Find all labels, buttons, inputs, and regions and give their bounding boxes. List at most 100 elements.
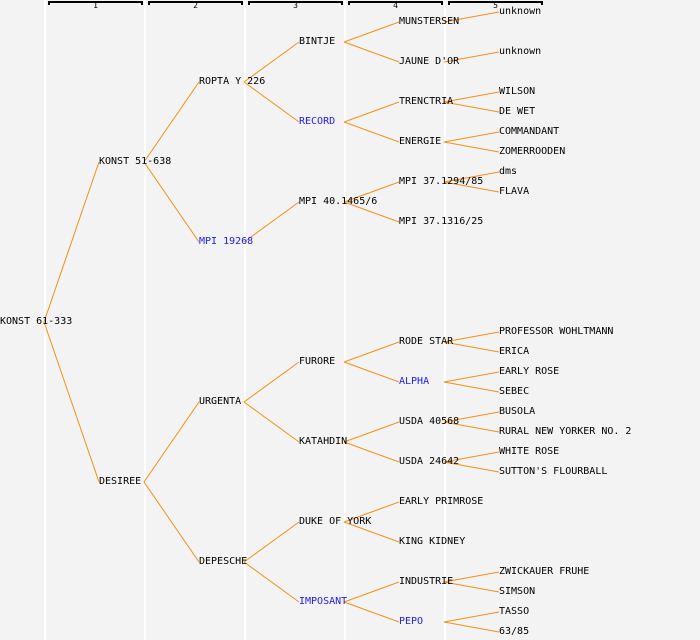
pedigree-node[interactable]: PEPO [399, 616, 424, 627]
connector-line [343, 41, 400, 63]
pedigree-node[interactable]: USDA 24642 [399, 456, 460, 467]
pedigree-node[interactable]: MPI 40.1465/6 [299, 196, 378, 207]
pedigree-node[interactable]: ENERGIE [399, 136, 442, 147]
pedigree-node[interactable]: FLAVA [499, 186, 530, 197]
pedigree-node[interactable]: SUTTON'S FLOURBALL [499, 466, 608, 477]
pedigree-node[interactable]: KING KIDNEY [399, 536, 466, 547]
pedigree-node[interactable]: MUNSTERSEN [399, 16, 460, 27]
connector-line [443, 11, 500, 23]
pedigree-node[interactable]: TRENCTRIA [399, 96, 454, 107]
connector-line [343, 361, 400, 383]
connector-line [443, 621, 500, 633]
pedigree-node[interactable]: RURAL NEW YORKER NO. 2 [499, 426, 632, 437]
connector-line [243, 521, 300, 563]
pedigree-node[interactable]: ZWICKAUER FRUHE [499, 566, 590, 577]
connector-line [443, 571, 500, 583]
pedigree-node[interactable]: INDUSTRIE [399, 576, 454, 587]
pedigree-node[interactable]: DESIREE [99, 476, 142, 487]
connector-line [443, 581, 500, 593]
generation-bracket-4 [348, 1, 443, 5]
connector-line [343, 101, 400, 123]
connector-line [443, 381, 500, 393]
pedigree-node[interactable]: unknown [499, 6, 542, 17]
column-separator [344, 0, 346, 640]
connector-line [143, 481, 200, 563]
connector-line [443, 611, 500, 623]
connector-line [443, 451, 500, 463]
connector-line [443, 131, 500, 143]
pedigree-node[interactable]: ALPHA [399, 376, 430, 387]
generation-bracket-2 [148, 1, 243, 5]
pedigree-node[interactable]: SIMSON [499, 586, 536, 597]
pedigree-node[interactable]: ZOMERROODEN [499, 146, 566, 157]
pedigree-node[interactable]: RODE STAR [399, 336, 454, 347]
pedigree-node[interactable]: COMMANDANT [499, 126, 560, 137]
pedigree-node[interactable]: PROFESSOR WOHLTMANN [499, 326, 614, 337]
pedigree-node[interactable]: ROPTA Y 226 [199, 76, 266, 87]
pedigree-node[interactable]: IMPOSANT [299, 596, 348, 607]
pedigree-node[interactable]: FURORE [299, 356, 336, 367]
generation-bracket-1 [48, 1, 143, 5]
generation-label-2: 2 [193, 1, 198, 10]
connector-line [343, 521, 400, 543]
generation-label-3: 3 [293, 1, 298, 10]
pedigree-node[interactable]: SEBEC [499, 386, 530, 397]
connector-line [343, 341, 400, 363]
connector-line [343, 201, 400, 223]
connector-line [343, 121, 400, 143]
pedigree-node[interactable]: KATAHDIN [299, 436, 348, 447]
connector-line [443, 371, 500, 383]
pedigree-node[interactable]: EARLY PRIMROSE [399, 496, 484, 507]
pedigree-node[interactable]: ERICA [499, 346, 530, 357]
connector-line [343, 21, 400, 43]
connector-line [443, 411, 500, 423]
connector-line [243, 361, 300, 403]
pedigree-node[interactable]: RECORD [299, 116, 336, 127]
pedigree-node[interactable]: DUKE OF YORK [299, 516, 372, 527]
connector-line [343, 181, 400, 203]
pedigree-node[interactable]: KONST 51-638 [99, 156, 172, 167]
connector-line [143, 81, 200, 163]
generation-label-5: 5 [493, 1, 498, 10]
connector-line [343, 601, 400, 623]
column-separator [244, 0, 246, 640]
pedigree-node[interactable]: BINTJE [299, 36, 336, 47]
pedigree-node[interactable]: DEPESCHE [199, 556, 248, 567]
connector-line [243, 81, 300, 123]
connector-line [343, 501, 400, 523]
pedigree-node[interactable]: 63/85 [499, 626, 530, 637]
connector-line [343, 581, 400, 603]
pedigree-node[interactable]: JAUNE D'OR [399, 56, 460, 67]
pedigree-node[interactable]: MPI 37.1316/25 [399, 216, 484, 227]
pedigree-node[interactable]: MPI 19268 [199, 236, 254, 247]
pedigree-node[interactable]: BUSOLA [499, 406, 536, 417]
connector-line [43, 161, 100, 323]
connector-line [443, 141, 500, 153]
connector-line [243, 41, 300, 83]
connector-line [443, 181, 500, 193]
pedigree-node[interactable]: TASSO [499, 606, 530, 617]
pedigree-node[interactable]: WILSON [499, 86, 536, 97]
pedigree-node[interactable]: DE WET [499, 106, 536, 117]
pedigree-node[interactable]: URGENTA [199, 396, 242, 407]
generation-bracket-3 [248, 1, 343, 5]
connector-line [343, 421, 400, 443]
connector-line [443, 331, 500, 343]
connector-line [243, 201, 300, 243]
connector-line [443, 51, 500, 63]
pedigree-node[interactable]: EARLY ROSE [499, 366, 560, 377]
connector-line [443, 91, 500, 103]
connector-line [143, 401, 200, 483]
pedigree-node[interactable]: KONST 61-333 [0, 316, 73, 327]
generation-label-1: 1 [93, 1, 98, 10]
pedigree-node[interactable]: dms [499, 166, 518, 177]
pedigree-node[interactable]: unknown [499, 46, 542, 57]
connector-line [443, 341, 500, 353]
connector-line [243, 561, 300, 603]
pedigree-node[interactable]: WHITE ROSE [499, 446, 560, 457]
pedigree-node[interactable]: MPI 37.1294/85 [399, 176, 484, 187]
pedigree-node[interactable]: USDA 40568 [399, 416, 460, 427]
column-separator [444, 0, 446, 640]
column-separator [144, 0, 146, 640]
